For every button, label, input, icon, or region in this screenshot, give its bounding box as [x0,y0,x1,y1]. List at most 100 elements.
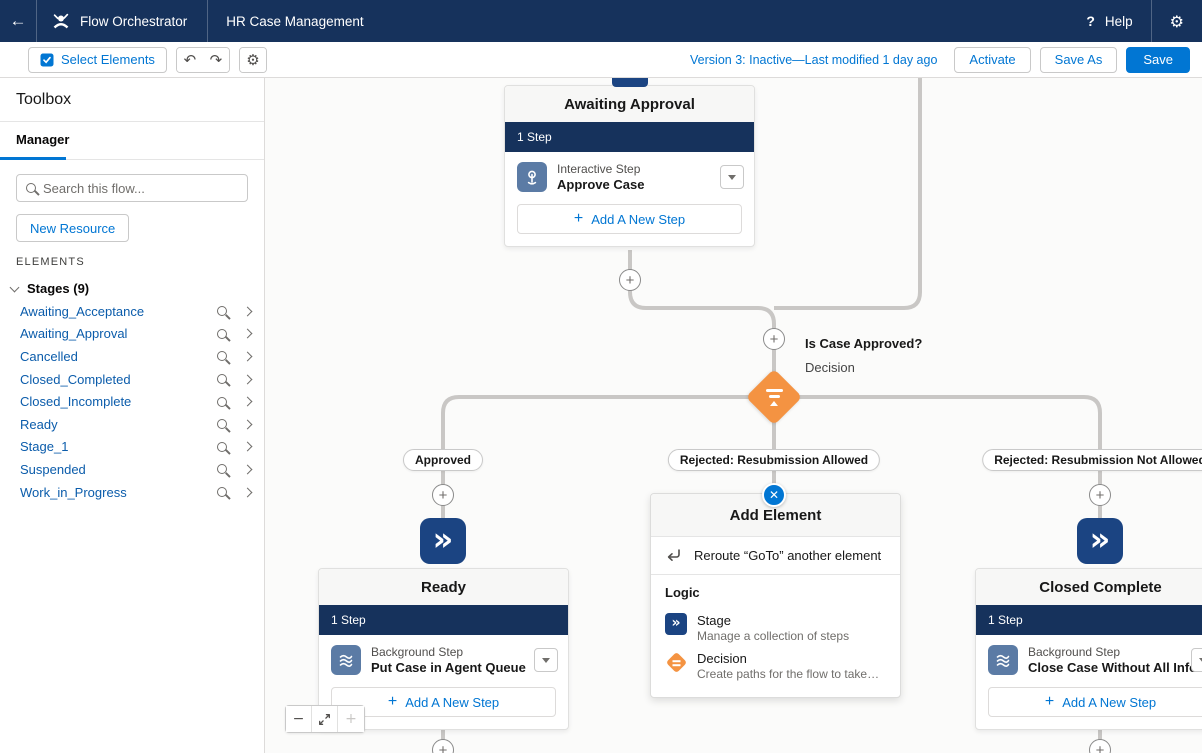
chevron-right-icon[interactable] [242,351,253,362]
stage-link[interactable]: Stage_1 [20,439,69,455]
step-item-approve-case[interactable]: Interactive Step Approve Case [505,152,754,200]
header-settings-button[interactable]: ⚙ [1152,0,1202,42]
stage-icon: » [665,613,687,635]
stage-list-item[interactable]: Work_in_Progress [0,481,264,504]
flow-tab[interactable]: HR Case Management [208,0,381,42]
flow-canvas[interactable]: Awaiting Approval 1 Step Interactive Ste… [265,78,1202,753]
stage-list-item[interactable]: Cancelled [0,345,264,368]
reroute-label: Reroute “GoTo” another element [694,548,882,563]
add-step-button[interactable]: + Add A New Step [331,687,556,717]
step-texts: Background Step Put Case in Agent Queue [371,645,526,675]
builder-body: Toolbox Manager New Resource ELEMENTS St… [0,78,1202,753]
chevron-right-icon[interactable] [242,328,253,339]
caret-down-icon [728,174,736,180]
option-name: Decision [697,651,747,666]
stage-list-item[interactable]: Stage_1 [0,436,264,459]
find-in-flow-icon[interactable] [217,464,227,475]
stage-link[interactable]: Closed_Incomplete [20,394,132,410]
step-menu-button[interactable] [534,648,558,672]
stage-link[interactable]: Suspended [20,461,86,477]
stage-list-item[interactable]: Awaiting_Acceptance [0,300,264,323]
add-element-button[interactable]: + [763,328,785,350]
help-button[interactable]: ? Help [1068,0,1152,42]
chevron-right-icon[interactable] [242,306,253,317]
stage-link[interactable]: Awaiting_Approval [20,326,128,342]
reroute-goto-option[interactable]: Reroute “GoTo” another element [651,537,900,575]
add-element-button[interactable]: + [1089,739,1111,753]
stage-list-item[interactable]: Ready [0,413,264,436]
stage-title: Closed Complete [976,569,1202,605]
add-element-button[interactable]: + [432,484,454,506]
caret-down-icon [1199,657,1202,663]
fit-to-view-button[interactable] [312,706,338,732]
stage-list-item[interactable]: Suspended [0,458,264,481]
stage-card-awaiting-approval[interactable]: Awaiting Approval 1 Step Interactive Ste… [504,85,755,247]
decision-node[interactable] [745,368,803,426]
chevron-right-icon[interactable] [242,464,253,475]
stage-card-ready[interactable]: Ready 1 Step Background Step Put Case in… [318,568,569,730]
stage-icon-closed-complete[interactable]: » [1077,518,1123,564]
undo-button[interactable]: ↶ [176,47,203,72]
stage-list-item[interactable]: Awaiting_Approval [0,323,264,346]
step-item-put-case-in-agent-queue[interactable]: Background Step Put Case in Agent Queue [319,635,568,683]
zoom-out-button[interactable]: − [286,706,312,732]
select-elements-button[interactable]: Select Elements [28,46,167,73]
stage-icon-partial[interactable] [612,78,648,87]
stage-link[interactable]: Work_in_Progress [20,484,127,500]
zoom-in-button[interactable]: + [338,706,364,732]
option-stage[interactable]: » Stage Manage a collection of steps [665,609,886,647]
gear-icon: ⚙ [1169,11,1184,31]
step-menu-button[interactable] [720,165,744,189]
toolbox-title: Toolbox [0,78,264,122]
add-step-label: Add A New Step [591,211,686,227]
find-in-flow-icon[interactable] [217,374,227,385]
stage-list-item[interactable]: Closed_Completed [0,368,264,391]
stages-section-toggle[interactable]: Stages (9) [0,281,264,296]
step-item-close-case-without-all-info[interactable]: Background Step Close Case Without All I… [976,635,1202,683]
stage-icon-ready[interactable]: » [420,518,466,564]
stage-row-icons [217,306,253,317]
toolbar-gear-button[interactable]: ⚙ [239,47,266,72]
find-in-flow-icon[interactable] [217,328,227,339]
option-decision[interactable]: Decision Create paths for the flow to ta… [665,647,886,685]
stage-link[interactable]: Awaiting_Acceptance [20,303,145,319]
find-in-flow-icon[interactable] [217,351,227,362]
chevron-right-icon[interactable] [242,441,253,452]
chevron-right-icon[interactable] [242,419,253,430]
find-in-flow-icon[interactable] [217,487,227,498]
find-in-flow-icon[interactable] [217,441,227,452]
step-count-bar: 1 Step [505,122,754,152]
decision-icon [665,651,687,673]
branch-label-rejected-allowed: Rejected: Resubmission Allowed [667,449,881,471]
redo-button[interactable]: ↷ [202,47,229,72]
stage-link[interactable]: Ready [20,416,58,432]
back-button[interactable]: ← [0,0,37,42]
chevron-right-icon[interactable] [242,374,253,385]
close-popup-button[interactable]: ✕ [762,483,786,507]
step-menu-button[interactable] [1191,648,1202,672]
add-element-button[interactable]: + [432,739,454,753]
new-resource-button[interactable]: New Resource [16,214,130,242]
stage-list-item[interactable]: Closed_Incomplete [0,390,264,413]
search-input[interactable] [43,180,238,196]
find-in-flow-icon[interactable] [217,419,227,430]
add-element-button[interactable]: + [1089,484,1111,506]
chevron-right-icon[interactable] [242,396,253,407]
add-step-button[interactable]: + Add A New Step [988,687,1202,717]
save-as-button[interactable]: Save As [1039,46,1118,73]
tab-manager[interactable]: Manager [16,132,70,147]
find-in-flow-icon[interactable] [217,306,227,317]
app-name: Flow Orchestrator [80,13,188,29]
add-step-button[interactable]: + Add A New Step [517,204,742,234]
activate-button[interactable]: Activate [954,46,1031,73]
find-in-flow-icon[interactable] [217,396,227,407]
save-button[interactable]: Save [1126,46,1190,73]
stage-link[interactable]: Cancelled [20,348,78,364]
add-element-button[interactable]: + [619,269,641,291]
elements-section-label: ELEMENTS [16,256,85,268]
stage-card-closed-complete[interactable]: Closed Complete 1 Step Background Step C… [975,568,1202,730]
chevron-right-icon[interactable] [242,487,253,497]
stage-row-icons [217,487,253,498]
stage-row-icons [217,396,253,407]
stage-link[interactable]: Closed_Completed [20,371,131,387]
